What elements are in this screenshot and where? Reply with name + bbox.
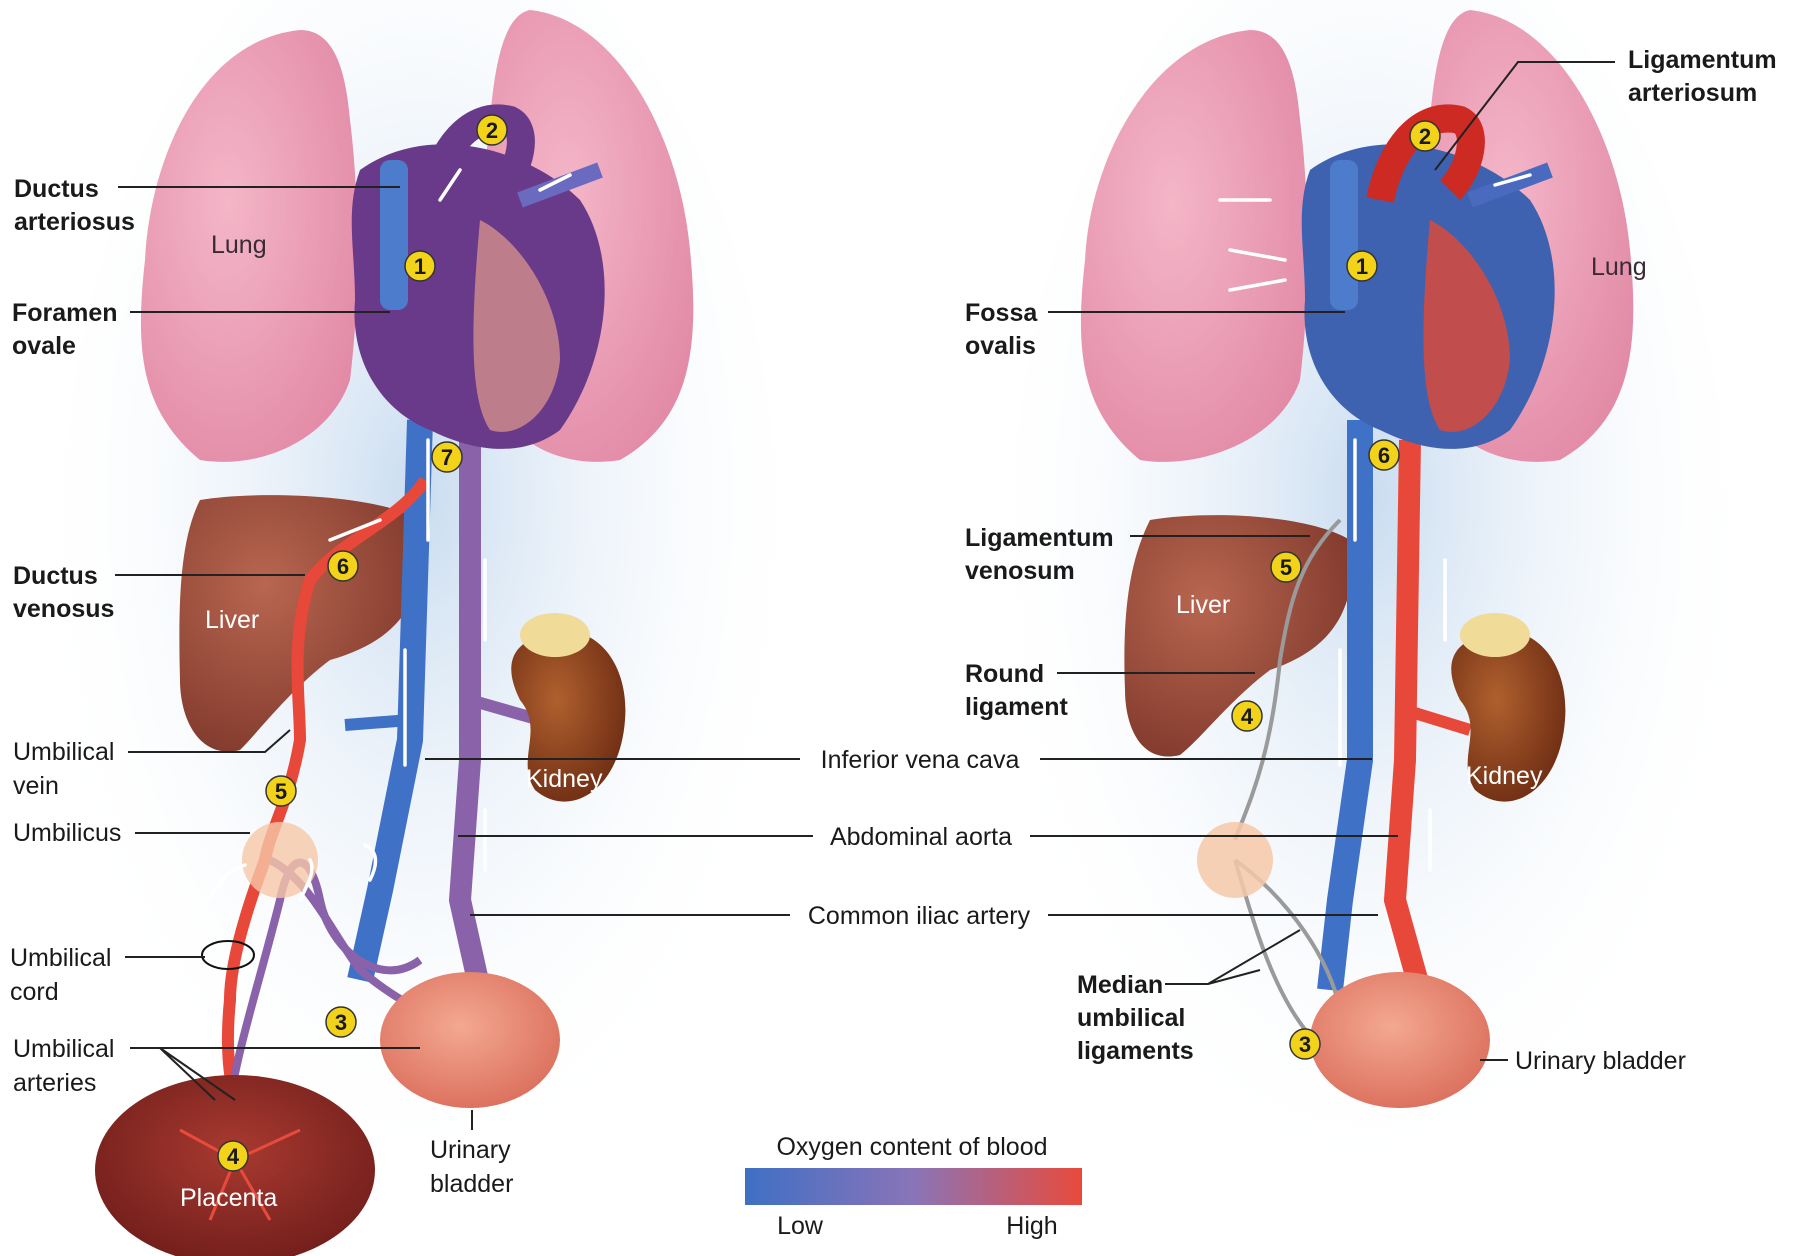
svg-text:7: 7 bbox=[441, 445, 453, 470]
label-common-iliac-artery: Common iliac artery bbox=[808, 902, 1031, 930]
right-step-marker-4: 4 bbox=[1232, 701, 1262, 731]
svg-text:6: 6 bbox=[1378, 443, 1390, 468]
left-branch-vein bbox=[345, 720, 410, 725]
right-step-marker-5: 5 bbox=[1271, 552, 1301, 582]
svg-text:1: 1 bbox=[1356, 254, 1368, 279]
label-median-umbilical-ligaments-1: Median bbox=[1077, 971, 1163, 999]
superior-vena-cava bbox=[380, 160, 408, 310]
svg-text:4: 4 bbox=[227, 1144, 240, 1169]
label-round-ligament-1: Round bbox=[965, 660, 1044, 688]
legend-low-label: Low bbox=[777, 1212, 824, 1240]
right-step-marker-1: 1 bbox=[1347, 251, 1377, 281]
adrenal-gland bbox=[520, 613, 590, 657]
svg-text:2: 2 bbox=[1419, 124, 1431, 149]
svg-text:6: 6 bbox=[337, 554, 349, 579]
label-umbilical-cord-2: cord bbox=[10, 978, 59, 1006]
organ-label-placenta: Placenta bbox=[180, 1184, 277, 1212]
step-marker-6: 6 bbox=[328, 551, 358, 581]
step-marker-4: 4 bbox=[218, 1141, 248, 1171]
svg-text:5: 5 bbox=[1280, 555, 1292, 580]
step-marker-5: 5 bbox=[266, 776, 296, 806]
label-umbilical-vein-1: Umbilical bbox=[13, 738, 114, 766]
svg-text:4: 4 bbox=[1241, 704, 1254, 729]
right-organ-label-liver: Liver bbox=[1176, 591, 1230, 619]
right-panel-superior-vena-cava bbox=[1330, 160, 1358, 310]
label-ductus-venosus-1: Ductus bbox=[13, 562, 98, 590]
label-umbilical-arteries-1: Umbilical bbox=[13, 1035, 114, 1063]
svg-text:5: 5 bbox=[275, 779, 287, 804]
svg-text:3: 3 bbox=[335, 1010, 347, 1035]
right-panel-urinary-bladder bbox=[1310, 972, 1490, 1108]
label-urinary-bladder-right: Urinary bladder bbox=[1515, 1047, 1686, 1075]
right-step-marker-6: 6 bbox=[1369, 440, 1399, 470]
right-step-marker-2: 2 bbox=[1410, 121, 1440, 151]
label-ductus-venosus-2: venosus bbox=[13, 595, 114, 623]
label-round-ligament-2: ligament bbox=[965, 693, 1068, 721]
label-median-umbilical-ligaments-3: ligaments bbox=[1077, 1037, 1194, 1065]
step-marker-7: 7 bbox=[432, 442, 462, 472]
label-urinary-bladder-left-2: bladder bbox=[430, 1170, 513, 1198]
organ-label-kidney: Kidney bbox=[526, 765, 603, 793]
label-foramen-ovale-1: Foramen bbox=[12, 299, 118, 327]
label-ligamentum-venosum-1: Ligamentum bbox=[965, 524, 1114, 552]
label-ligamentum-arteriosum-2: arteriosum bbox=[1628, 79, 1757, 107]
right-panel-umbilicus bbox=[1197, 822, 1273, 898]
label-urinary-bladder-left-1: Urinary bbox=[430, 1136, 511, 1164]
step-marker-1: 1 bbox=[405, 251, 435, 281]
right-step-marker-3: 3 bbox=[1290, 1029, 1320, 1059]
label-umbilical-vein-2: vein bbox=[13, 772, 59, 800]
label-median-umbilical-ligaments-2: umbilical bbox=[1077, 1004, 1185, 1032]
urinary-bladder bbox=[380, 972, 560, 1108]
label-umbilicus: Umbilicus bbox=[13, 819, 121, 847]
step-marker-3: 3 bbox=[326, 1007, 356, 1037]
label-umbilical-arteries-2: arteries bbox=[13, 1069, 96, 1097]
legend-title: Oxygen content of blood bbox=[776, 1133, 1047, 1161]
legend-gradient-bar bbox=[745, 1168, 1082, 1205]
label-inferior-vena-cava: Inferior vena cava bbox=[821, 746, 1020, 774]
label-ligamentum-arteriosum-1: Ligamentum bbox=[1628, 46, 1777, 74]
svg-text:2: 2 bbox=[486, 118, 498, 143]
svg-text:3: 3 bbox=[1299, 1032, 1311, 1057]
label-fossa-ovalis-2: ovalis bbox=[965, 332, 1036, 360]
label-abdominal-aorta: Abdominal aorta bbox=[830, 823, 1012, 851]
label-umbilical-cord-1: Umbilical bbox=[10, 944, 111, 972]
label-ligamentum-venosum-2: venosum bbox=[965, 557, 1075, 585]
svg-text:1: 1 bbox=[414, 254, 426, 279]
label-ductus-arteriosus-2: arteriosus bbox=[14, 208, 135, 236]
right-organ-label-lung: Lung bbox=[1591, 253, 1647, 281]
label-fossa-ovalis-1: Fossa bbox=[965, 299, 1038, 327]
label-foramen-ovale-2: ovale bbox=[12, 332, 76, 360]
right-organ-label-kidney: Kidney bbox=[1466, 762, 1543, 790]
label-ductus-arteriosus-1: Ductus bbox=[14, 175, 99, 203]
right-panel-left-lung bbox=[1081, 30, 1308, 462]
organ-label-lung: Lung bbox=[211, 231, 267, 259]
step-marker-2: 2 bbox=[477, 115, 507, 145]
oxygen-legend: Oxygen content of blood Low High bbox=[745, 1133, 1082, 1240]
right-panel-adrenal-gland bbox=[1460, 613, 1530, 657]
legend-high-label: High bbox=[1006, 1212, 1057, 1240]
organ-label-liver: Liver bbox=[205, 606, 259, 634]
